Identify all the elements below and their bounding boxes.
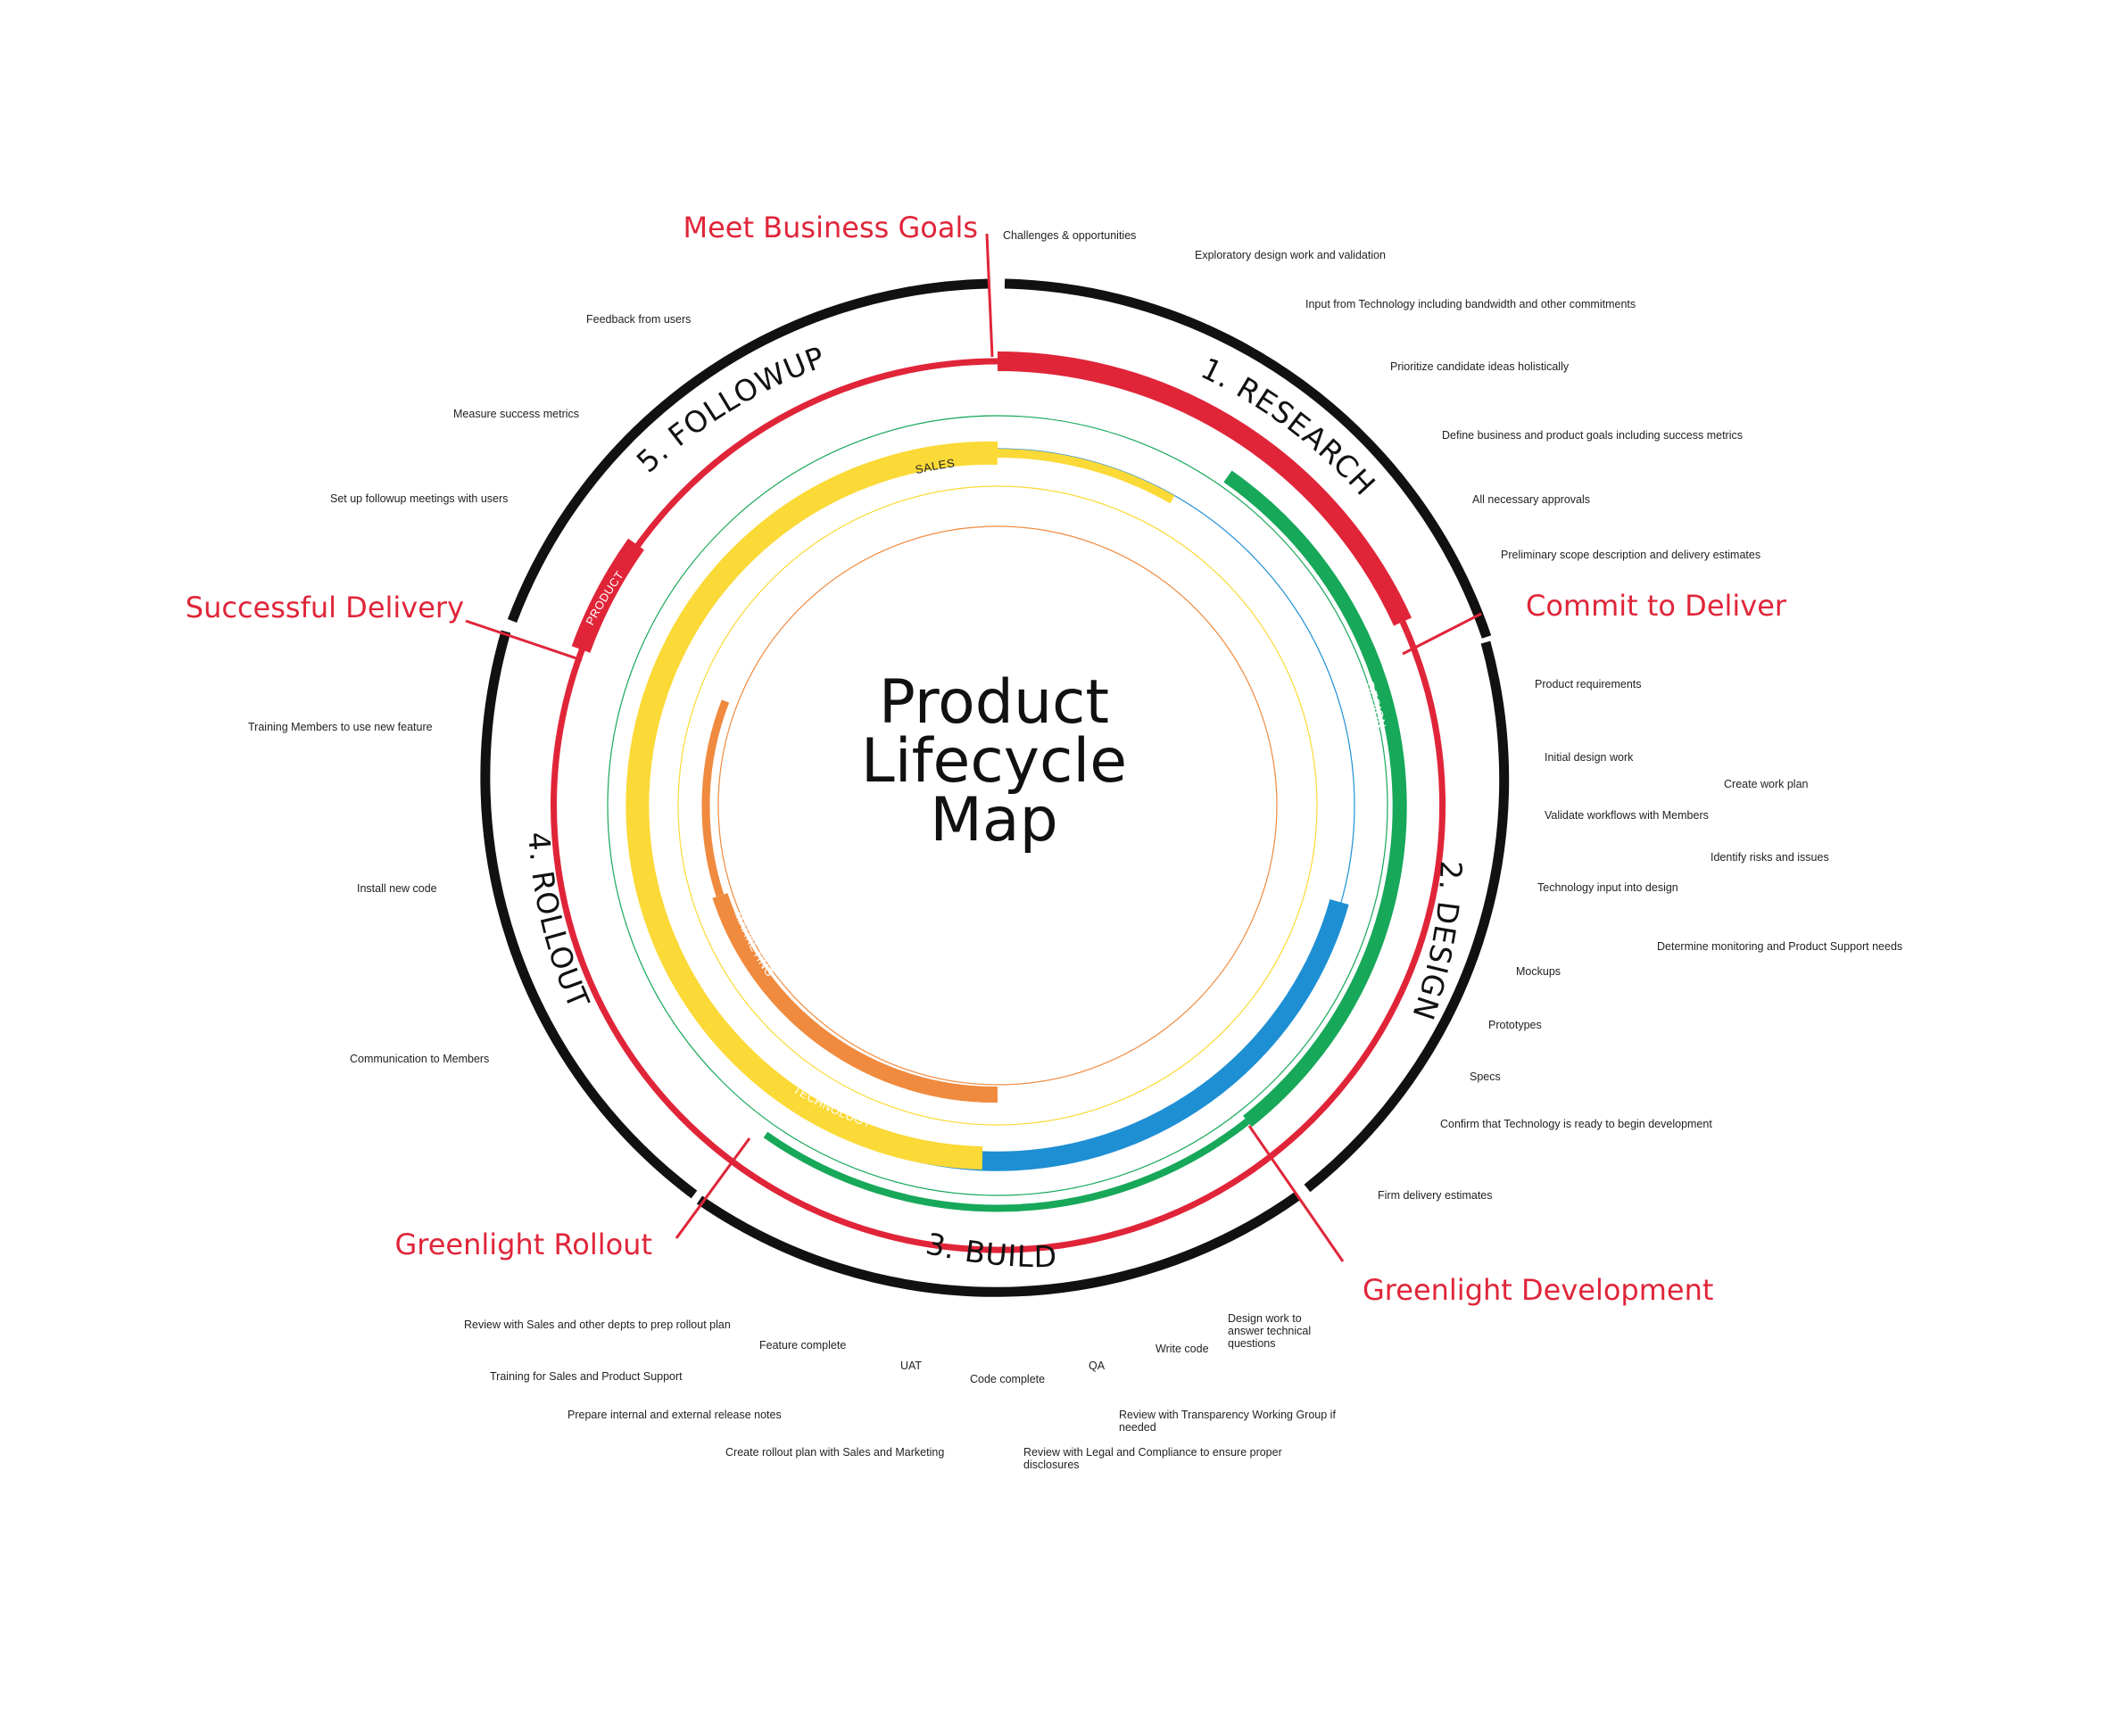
milestone-commit-to-deliver: Commit to Deliver: [1526, 589, 1787, 623]
task-build-rollout-plan: Create rollout plan with Sales and Marke…: [725, 1446, 944, 1459]
task-design-6: Technology input into design: [1537, 881, 1678, 894]
task-research-6: All necessary approvals: [1472, 493, 1590, 506]
task-build-design-work: Design work to answer technical question…: [1228, 1312, 1314, 1350]
task-design-3: Create work plan: [1724, 778, 1809, 790]
phase-ring-research: [1004, 278, 1492, 639]
task-followup-2: Measure success metrics: [453, 408, 579, 420]
task-design-7: Determine monitoring and Product Support…: [1657, 940, 1902, 953]
task-rollout-3: Communication to Members: [350, 1053, 489, 1065]
title-line-2: Lifecycle: [861, 726, 1127, 797]
task-research-1: Challenges & opportunities: [1003, 229, 1136, 242]
task-research-3: Input from Technology including bandwidt…: [1305, 298, 1636, 310]
task-research-2: Exploratory design work and validation: [1195, 249, 1386, 261]
center-title: Product Lifecycle Map: [861, 667, 1127, 856]
task-followup-3: Set up followup meetings with users: [330, 492, 508, 505]
task-research-4: Prioritize candidate ideas holistically: [1390, 360, 1570, 373]
milestone-line-commit-to-deliver: [1402, 612, 1482, 656]
phase-ring: [480, 278, 1510, 1297]
task-research-7: Preliminary scope description and delive…: [1501, 549, 1760, 561]
task-design-11: Confirm that Technology is ready to begi…: [1440, 1118, 1712, 1130]
marketing-band-thin: [701, 699, 730, 897]
task-research-5: Define business and product goals includ…: [1442, 429, 1743, 442]
guide-circle-sales: [677, 485, 1318, 1126]
marketing-band-thick: [712, 893, 998, 1104]
title-line-3: Map: [930, 785, 1058, 856]
milestone-greenlight-development: Greenlight Development: [1363, 1273, 1713, 1307]
task-design-4: Validate workflows with Members: [1545, 809, 1709, 822]
task-followup-1: Feedback from users: [586, 313, 691, 326]
task-design-12: Firm delivery estimates: [1378, 1189, 1493, 1202]
task-build-legal-review: Review with Legal and Compliance to ensu…: [1023, 1446, 1285, 1471]
task-design-10: Specs: [1470, 1071, 1501, 1083]
task-build-feature-complete: Feature complete: [759, 1339, 846, 1352]
research-task-list: Challenges & opportunities Exploratory d…: [1003, 229, 1760, 561]
phase-label-build: 3. BUILD: [923, 1226, 1057, 1274]
task-design-9: Prototypes: [1488, 1019, 1542, 1031]
task-rollout-1: Training Members to use new feature: [248, 721, 433, 733]
task-design-1: Product requirements: [1535, 678, 1642, 690]
phase-ring-followup: [507, 278, 990, 623]
guide-circle-marketing: [717, 525, 1278, 1086]
task-rollout-2: Install new code: [357, 882, 437, 895]
product-band-research: [997, 351, 1412, 626]
followup-task-list: Feedback from users Measure success metr…: [330, 313, 691, 505]
milestone-meet-business-goals: Meet Business Goals: [683, 211, 978, 244]
milestone-successful-delivery: Successful Delivery: [186, 591, 464, 624]
milestone-line-greenlight-rollout: [675, 1137, 751, 1239]
task-build-sales-review: Review with Sales and other depts to pre…: [464, 1319, 731, 1331]
task-build-training-sales: Training for Sales and Product Support: [490, 1370, 683, 1383]
design-band-thin: [763, 1118, 1250, 1212]
task-build-qa: QA: [1089, 1360, 1106, 1372]
phase-ring-rollout: [480, 630, 698, 1199]
design-band-thick: [1223, 470, 1407, 1128]
phase-ring-design: [1304, 641, 1510, 1193]
task-build-release-notes: Prepare internal and external release no…: [567, 1409, 782, 1421]
title-line-1: Product: [879, 667, 1109, 738]
task-design-2: Initial design work: [1545, 751, 1634, 764]
milestone-line-successful-delivery: [465, 619, 583, 662]
product-band-thin: [551, 358, 1446, 1253]
task-design-8: Mockups: [1516, 965, 1561, 978]
product-band-label-block: [571, 538, 644, 653]
task-build-write-code: Write code: [1156, 1343, 1209, 1355]
guide-circle-design: [607, 415, 1388, 1196]
phase-ring-build: [696, 1191, 1302, 1297]
build-task-list-right: Design work to answer technical question…: [970, 1312, 1338, 1471]
sales-band-thick: [625, 441, 998, 1170]
milestone-line-greenlight-development: [1247, 1125, 1345, 1262]
milestone-line-meet-business-goals: [985, 233, 994, 358]
design-task-list: Product requirements Initial design work…: [1378, 678, 1902, 1202]
task-design-5: Identify risks and issues: [1711, 851, 1829, 864]
rollout-task-list: Training Members to use new feature Inst…: [248, 721, 489, 1065]
sales-band-thin: [997, 449, 1175, 504]
task-build-transparency-review: Review with Transparency Working Group i…: [1119, 1409, 1338, 1434]
task-build-uat: UAT: [900, 1360, 922, 1372]
task-build-code-complete: Code complete: [970, 1373, 1045, 1385]
build-task-list-left: Review with Sales and other depts to pre…: [464, 1319, 944, 1459]
milestone-greenlight-rollout: Greenlight Rollout: [394, 1228, 652, 1261]
